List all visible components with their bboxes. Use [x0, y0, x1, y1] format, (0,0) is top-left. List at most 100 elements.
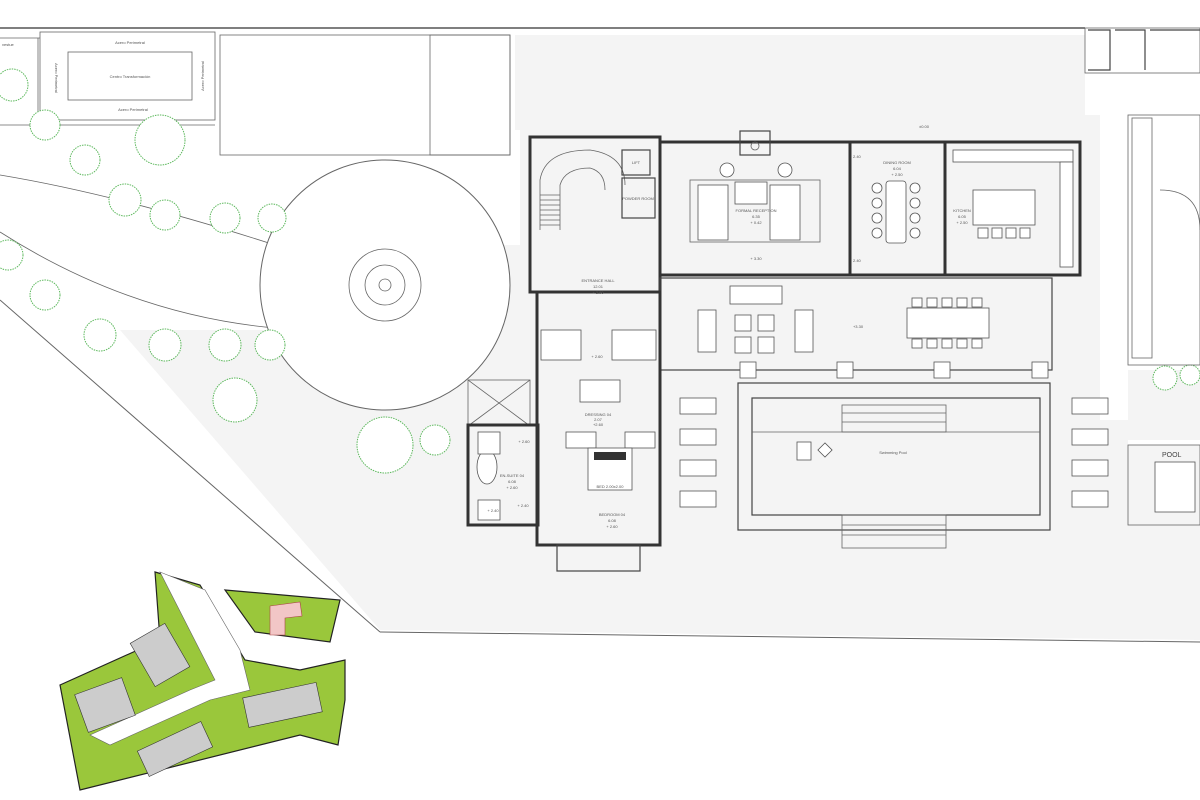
lift-label: LIFT — [632, 160, 641, 165]
tree-icon — [134, 114, 186, 166]
chair-icon — [911, 338, 923, 349]
bedroom-level: + 2.60 — [606, 524, 618, 529]
villa: LIFT POWDER ROOM FORMAL RECEPTION 6.35 +… — [466, 124, 1082, 572]
tree-icon — [208, 328, 242, 362]
tree-icon — [149, 199, 181, 231]
tree-icon — [419, 424, 451, 456]
sun-lounger-icon — [679, 459, 717, 477]
terrace-level: +3.30 — [853, 324, 864, 329]
tree-icon — [212, 377, 258, 423]
tree-icon — [1152, 365, 1178, 391]
column — [836, 361, 854, 379]
ensuite-label: EN-SUITE 04 — [500, 473, 525, 478]
chair-icon — [871, 212, 883, 224]
pool-house-label: POOL — [1162, 452, 1182, 459]
tree-icon — [83, 318, 117, 352]
chair-icon — [971, 297, 983, 308]
dressing-area: 2.07 — [594, 417, 603, 422]
tree-icon — [29, 109, 61, 141]
dressing-level: +2.60 — [593, 422, 604, 427]
sun-lounger-icon — [679, 428, 717, 446]
chair-icon — [941, 297, 953, 308]
bedroom-label: BEDROOM 04 — [599, 512, 626, 517]
level-mark: + 2.40 — [517, 503, 529, 508]
tree-icon — [0, 239, 24, 271]
dining-room-label: DINING ROOM — [883, 160, 911, 165]
chair-icon — [909, 182, 921, 194]
sun-lounger-icon — [1071, 397, 1109, 415]
tree-icon — [29, 279, 61, 311]
chair-icon — [911, 297, 923, 308]
perimeter-label-top: Acero Perimetral — [115, 40, 145, 45]
tree-icon — [254, 329, 286, 361]
trees — [0, 68, 1200, 474]
driveway — [0, 159, 531, 427]
tree-icon — [356, 416, 414, 474]
tree-icon — [108, 183, 142, 217]
formal-reception-level: + 0.42 — [750, 220, 762, 225]
column — [1031, 361, 1049, 379]
chair-icon — [926, 297, 938, 308]
powder-room-label: POWDER ROOM — [622, 196, 654, 201]
sun-lounger-icon — [679, 397, 717, 415]
tree-icon — [257, 203, 287, 233]
level-mark: 2.40 — [853, 258, 862, 263]
dining-level: + 2.50 — [891, 172, 903, 177]
chair-icon — [871, 182, 883, 194]
chair-icon — [871, 197, 883, 209]
site-plan-inset — [59, 571, 346, 791]
kitchen-level: + 2.50 — [956, 220, 968, 225]
ensuite-level: + 2.60 — [506, 485, 518, 490]
bed-label: BED 2.00x2.00 — [597, 484, 625, 489]
entrance-level: + 2.90 — [592, 290, 604, 295]
dining-area: 6.04 — [893, 166, 902, 171]
stool-icon — [1019, 227, 1031, 239]
stool-icon — [977, 227, 989, 239]
chair-icon — [909, 212, 921, 224]
transformer-station: Centro Transformación Acero Perimetral A… — [0, 31, 511, 156]
tree-icon — [69, 144, 101, 176]
chair-icon — [956, 297, 968, 308]
edge-note: vestue — [2, 42, 15, 47]
stool-icon — [991, 227, 1003, 239]
stool-icon — [1005, 227, 1017, 239]
pool-deck: Swimming Pool — [679, 382, 1109, 549]
entrance-hall-label: ENTRANCE HALL — [581, 278, 615, 283]
column — [933, 361, 951, 379]
substation-label: Centro Transformación — [110, 74, 151, 79]
chair-icon — [941, 338, 953, 349]
chair-icon — [909, 197, 921, 209]
chair-icon — [871, 227, 883, 239]
kitchen-label: KITCHEN — [953, 208, 971, 213]
sun-lounger-icon — [1071, 428, 1109, 446]
level-mark: + 2.40 — [487, 508, 499, 513]
ensuite-area: 6.08 — [508, 479, 517, 484]
tree-icon — [1179, 364, 1200, 386]
dressing-label: DRESSING 04 — [585, 412, 612, 417]
level-mark: + 2.60 — [518, 439, 530, 444]
chair-icon — [956, 338, 968, 349]
sun-lounger-icon — [1071, 459, 1109, 477]
column — [739, 361, 757, 379]
chair-icon — [971, 338, 983, 349]
formal-reception-label: FORMAL RECEPTION — [736, 208, 777, 213]
sun-lounger-icon — [1071, 490, 1109, 508]
tree-icon — [148, 328, 182, 362]
level-mark: 2.40 — [853, 154, 862, 159]
perimeter-label-left: Acero Perimetral — [54, 63, 59, 93]
datum-label: ±0.00 — [919, 124, 930, 129]
kitchen-area: 6.05 — [958, 214, 967, 219]
sun-lounger-icon — [679, 490, 717, 508]
perimeter-label-right: Acero Perimetral — [200, 61, 205, 91]
pool-label: Swimming Pool — [879, 450, 907, 455]
tree-icon — [0, 68, 29, 102]
bedroom-area: 6.08 — [608, 518, 617, 523]
chair-icon — [909, 227, 921, 239]
corridor-level: + 2.60 — [591, 354, 603, 359]
reception-level-mark: + 3.30 — [750, 256, 762, 261]
chair-icon — [926, 338, 938, 349]
neighbour-structures: POOL — [1084, 27, 1200, 526]
entrance-area: 12.01 — [593, 284, 604, 289]
tree-icon — [209, 202, 241, 234]
